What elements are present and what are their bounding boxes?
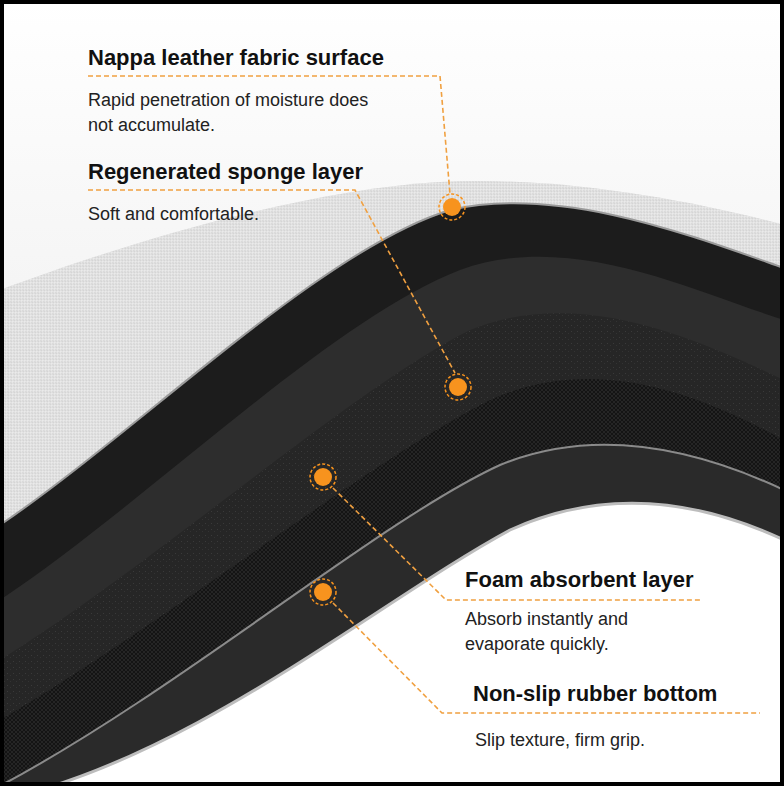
label-slot: Soft and comfortable. [88, 202, 348, 227]
label-slot: Regenerated sponge layer [88, 158, 363, 186]
label-slot: Absorb instantly and evaporate quickly. [465, 607, 695, 657]
label-slot: Foam absorbent layer [465, 566, 694, 594]
layer-description: Slip texture, firm grip. [475, 728, 755, 753]
layer-title: Nappa leather fabric surface [88, 44, 384, 72]
layer-description: Rapid penetration of moisture does not a… [88, 88, 388, 138]
layer-title: Non-slip rubber bottom [473, 680, 717, 708]
layer-title: Regenerated sponge layer [88, 158, 363, 186]
label-slot: Slip texture, firm grip. [475, 728, 755, 753]
layer-description: Soft and comfortable. [88, 202, 348, 227]
label-slot: Rapid penetration of moisture does not a… [88, 88, 388, 138]
label-slot: Nappa leather fabric surface [88, 44, 384, 72]
label-slot: Non-slip rubber bottom [473, 680, 717, 708]
layer-description: Absorb instantly and evaporate quickly. [465, 607, 695, 657]
layer-title: Foam absorbent layer [465, 566, 694, 594]
